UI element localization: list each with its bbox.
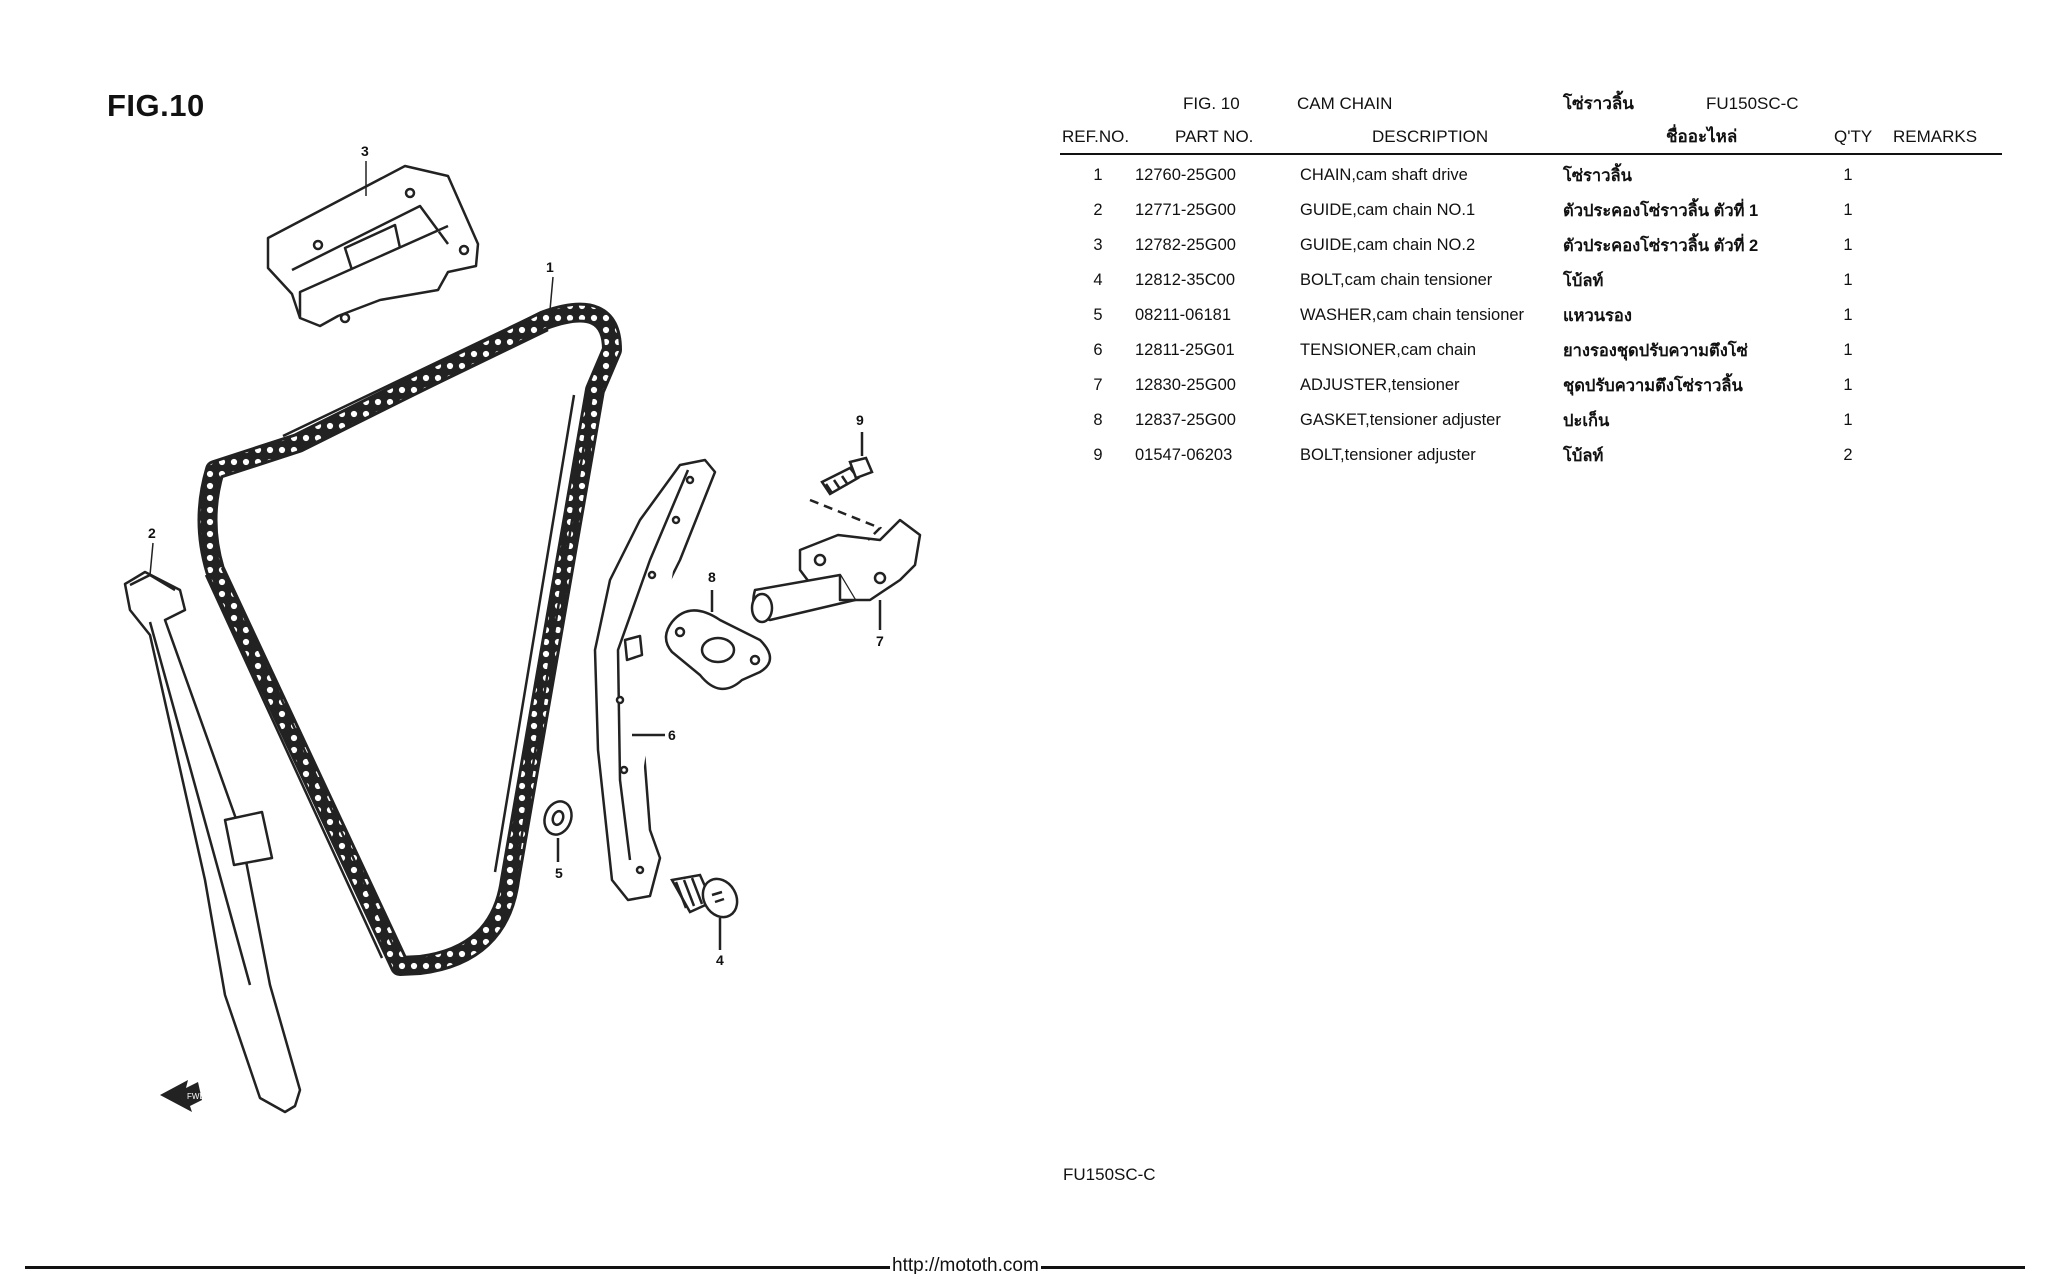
part-no: 12812-35C00 (1135, 271, 1235, 289)
description: BOLT,tensioner adjuster (1300, 446, 1476, 464)
ref-no: 9 (1093, 446, 1103, 464)
qty: 1 (1843, 166, 1853, 184)
callout-9: 9 (856, 412, 864, 428)
figure-title: FIG.10 (107, 88, 205, 123)
parts-table: 1 12760-25G00 CHAIN,cam shaft drive โซ่ร… (1060, 157, 2002, 472)
qty: 1 (1843, 201, 1853, 219)
description: GUIDE,cam chain NO.1 (1300, 201, 1476, 219)
model-code: FU150SC-C (1706, 94, 1799, 113)
cam-chain-guide-no2 (266, 164, 480, 328)
table-row: 8 12837-25G00 GASKET,tensioner adjuster … (1060, 402, 2002, 437)
qty: 1 (1843, 306, 1853, 324)
table-row: 6 12811-25G01 TENSIONER,cam chain ยางรอง… (1060, 332, 2002, 367)
svg-text:FWD: FWD (187, 1092, 205, 1101)
cam-chain (197, 302, 622, 976)
adjuster-bolt (809, 432, 883, 541)
thai-name: แหวนรอง (1563, 307, 1632, 325)
qty: 1 (1843, 376, 1853, 394)
qty: 1 (1843, 411, 1853, 429)
thai-name: ยางรองชุดปรับความตึงโซ่ (1563, 342, 1748, 360)
qty: 1 (1843, 341, 1853, 359)
thai-name: ปะเก็น (1563, 412, 1610, 430)
description: WASHER,cam chain tensioner (1300, 306, 1525, 324)
column-remarks: REMARKS (1893, 127, 1978, 146)
ref-no: 3 (1093, 236, 1103, 254)
column-description: DESCRIPTION (1372, 127, 1489, 146)
tensioner-gasket (664, 590, 772, 690)
ref-no: 8 (1093, 411, 1103, 429)
table-row: 3 12782-25G00 GUIDE,cam chain NO.2 ตัวปร… (1060, 227, 2002, 262)
description: CHAIN,cam shaft drive (1300, 166, 1468, 184)
ref-no: 5 (1093, 306, 1103, 324)
table-row: 4 12812-35C00 BOLT,cam chain tensioner โ… (1060, 262, 2002, 297)
column-ref-no: REF.NO. (1062, 127, 1130, 146)
part-no: 08211-06181 (1135, 306, 1232, 324)
ref-no: 7 (1093, 376, 1103, 394)
callout-1: 1 (546, 259, 554, 275)
table-row: 9 01547-06203 BOLT,tensioner adjuster โบ… (1060, 437, 2002, 472)
thai-name: โบ้ลท์ (1563, 447, 1604, 465)
description: GASKET,tensioner adjuster (1300, 411, 1501, 429)
column-part-no: PART NO. (1175, 127, 1254, 146)
part-no: 12830-25G00 (1135, 376, 1236, 394)
part-no: 01547-06203 (1135, 446, 1233, 464)
qty: 1 (1843, 271, 1853, 289)
part-no: 12760-25G00 (1135, 166, 1236, 184)
thai-name: ตัวประคองโซ่ราวลิ้น ตัวที่ 2 (1563, 237, 1759, 255)
callout-7: 7 (876, 633, 884, 649)
description: GUIDE,cam chain NO.2 (1300, 236, 1476, 254)
thai-name: โบ้ลท์ (1563, 272, 1604, 290)
description: BOLT,cam chain tensioner (1300, 271, 1493, 289)
callout-5: 5 (555, 865, 563, 881)
ref-no: 6 (1093, 341, 1103, 359)
table-row: 7 12830-25G00 ADJUSTER,tensioner ชุดปรับ… (1060, 367, 2002, 402)
description: ADJUSTER,tensioner (1300, 376, 1460, 394)
cam-chain-guide-no1 (123, 570, 302, 1114)
ref-no: 4 (1093, 271, 1103, 289)
table-row: 2 12771-25G00 GUIDE,cam chain NO.1 ตัวปร… (1060, 192, 2002, 227)
table-row: 5 08211-06181 WASHER,cam chain tensioner… (1060, 297, 2002, 332)
part-no: 12811-25G01 (1135, 341, 1235, 359)
fwd-arrow-icon: FWD (160, 1080, 205, 1112)
thai-name: ตัวประคองโซ่ราวลิ้น ตัวที่ 1 (1563, 202, 1759, 220)
callout-3: 3 (361, 143, 369, 159)
part-no: 12837-25G00 (1135, 411, 1236, 429)
callout-4: 4 (716, 952, 724, 968)
figure-number: FIG. 10 (1183, 94, 1240, 113)
tensioner-adjuster (750, 518, 922, 630)
group-name-thai: โซ่ราวลิ้น (1563, 94, 1634, 113)
source-url[interactable]: http://mototh.com (890, 1255, 1041, 1274)
part-no: 12782-25G00 (1135, 236, 1236, 254)
thai-name: ชุดปรับความตึงโซ่ราวลิ้น (1563, 377, 1743, 395)
callout-8: 8 (708, 569, 716, 585)
callout-6: 6 (668, 727, 676, 743)
group-name: CAM CHAIN (1297, 94, 1393, 113)
tensioner-bolt (670, 873, 739, 950)
chain-tensioner (593, 458, 717, 902)
footer-model-code: FU150SC-C (1063, 1165, 1156, 1184)
callout-2: 2 (148, 525, 156, 541)
part-no: 12771-25G00 (1135, 201, 1236, 219)
table-row: 1 12760-25G00 CHAIN,cam shaft drive โซ่ร… (1060, 157, 2002, 192)
qty: 1 (1843, 236, 1853, 254)
ref-no: 2 (1093, 201, 1103, 219)
header-divider (1060, 153, 2002, 155)
washer (543, 800, 573, 862)
column-qty: Q'TY (1834, 127, 1873, 146)
cam-chain-diagram: FWD 1 2 3 4 5 6 7 8 9 (123, 143, 922, 1114)
description: TENSIONER,cam chain (1300, 341, 1477, 359)
thai-name: โซ่ราวลิ้น (1563, 167, 1632, 185)
qty: 2 (1843, 446, 1853, 464)
column-thai-name: ชื่ออะไหล่ (1666, 127, 1738, 146)
ref-no: 1 (1093, 166, 1103, 184)
